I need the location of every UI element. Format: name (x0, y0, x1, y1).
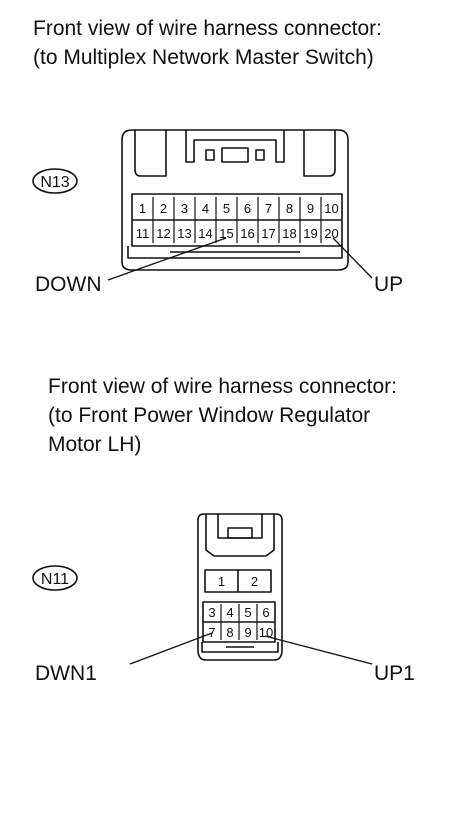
down-label: DOWN (35, 273, 102, 296)
connector-n11-pins-top: 1 2 (218, 574, 258, 589)
dwn1-label: DWN1 (35, 662, 97, 685)
caption-line: Motor LH) (48, 433, 142, 456)
down-callout-line (107, 237, 227, 281)
connector-n11-body (197, 513, 283, 661)
pin-label: 10 (324, 201, 338, 216)
connector-n11-pins-bottom: 7 8 9 10 (208, 625, 273, 640)
up1-callout-line (264, 635, 373, 665)
connector-n11-id-oval (32, 565, 78, 591)
pin-label: 7 (208, 625, 215, 640)
pin-label: 6 (244, 201, 251, 216)
pin-label: 6 (262, 605, 269, 620)
pin-label: 16 (240, 226, 254, 241)
pin-label: 10 (259, 625, 273, 640)
caption-line: Front view of wire harness connector: (48, 375, 397, 398)
connector-n13-body (121, 129, 349, 271)
connector-n13-id: N13 (40, 174, 69, 191)
connector-n13-caption: Front view of wire harness connector: (t… (33, 14, 382, 72)
pin-label: 9 (307, 201, 314, 216)
caption-line: Front view of wire harness connector: (33, 17, 382, 40)
pin-label: 4 (202, 201, 209, 216)
pin-label: 13 (177, 226, 191, 241)
pin-label: 8 (286, 201, 293, 216)
pin-label: 7 (265, 201, 272, 216)
pin-label: 18 (282, 226, 296, 241)
pin-label: 15 (219, 226, 233, 241)
pin-label: 2 (251, 574, 258, 589)
connector-n13-pin-grid (152, 197, 322, 243)
up-callout-line (332, 237, 373, 279)
pin-label: 8 (226, 625, 233, 640)
caption-line: (to Front Power Window Regulator (48, 404, 371, 427)
pin-label: 3 (181, 201, 188, 216)
connector-n11-caption: Front view of wire harness connector: (t… (48, 372, 397, 459)
pin-label: 2 (160, 201, 167, 216)
connector-n11-pin-grid (220, 604, 258, 640)
pin-label: 11 (136, 226, 150, 241)
pin-label: 9 (244, 625, 251, 640)
pin-label: 5 (244, 605, 251, 620)
dwn1-callout-line (129, 632, 213, 665)
connector-n13-id-oval (32, 168, 78, 194)
pin-label: 4 (226, 605, 233, 620)
pin-label: 5 (223, 201, 230, 216)
pin-label: 12 (156, 226, 170, 241)
connector-n11-id: N11 (41, 571, 69, 588)
up-label: UP (374, 273, 403, 296)
pin-label: 1 (218, 574, 225, 589)
pin-label: 19 (303, 226, 317, 241)
pin-label: 20 (324, 226, 338, 241)
up1-label: UP1 (374, 662, 415, 685)
caption-line: (to Multiplex Network Master Switch) (33, 46, 374, 69)
pin-label: 17 (261, 226, 275, 241)
pin-label: 1 (139, 201, 146, 216)
connector-n13-pins-bottom: 11 12 13 14 15 16 17 18 19 20 (136, 226, 339, 241)
pin-label: 3 (208, 605, 215, 620)
pin-label: 14 (198, 226, 212, 241)
connector-n13-pins-top: 1 2 3 4 5 6 7 8 9 10 (139, 201, 339, 216)
connector-n11-pins-mid: 3 4 5 6 (208, 605, 269, 620)
